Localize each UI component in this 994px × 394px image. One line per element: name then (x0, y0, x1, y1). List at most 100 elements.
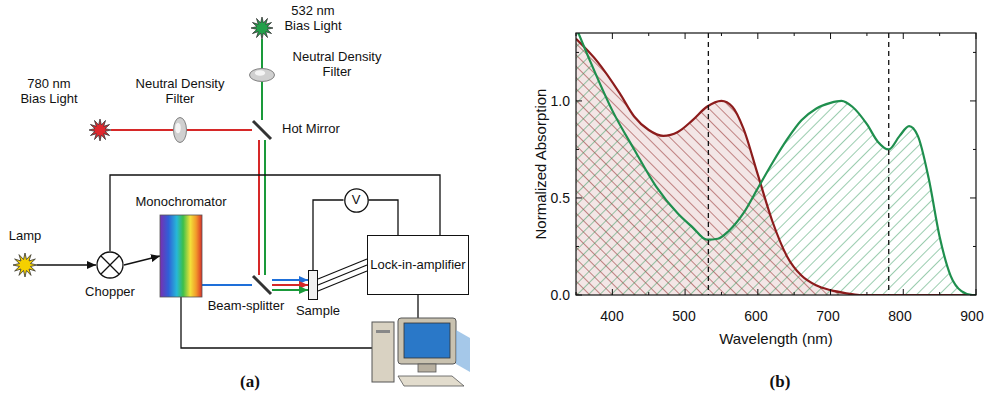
tick (576, 100, 582, 101)
tick (794, 292, 795, 295)
star-icon (13, 253, 37, 277)
wire (417, 295, 418, 318)
nd-filter: Neutral Density Filter (173, 117, 187, 143)
connector (124, 256, 160, 265)
connector (318, 271, 367, 291)
node-label: Hot Mirror (282, 122, 340, 137)
tick (830, 33, 831, 39)
panel-label: (a) (240, 372, 260, 392)
tick (866, 292, 867, 295)
monitor-stand (418, 364, 436, 372)
nd-filter: Neutral Density Filter (249, 68, 275, 82)
tick (576, 295, 582, 296)
axis-title: Normalized Absorption (532, 89, 549, 240)
mirror-line (253, 121, 271, 139)
keyboard (398, 376, 464, 386)
node-label: Monochromator (131, 195, 231, 210)
light-beam (202, 284, 252, 286)
tick (976, 289, 977, 295)
light-beam (272, 284, 308, 286)
tick (757, 289, 758, 295)
tick-label: 1.0 (551, 93, 570, 109)
tick (973, 246, 976, 247)
tick (794, 33, 795, 36)
panel-label: (b) (770, 372, 791, 392)
tick-label: 0.0 (551, 287, 570, 303)
tick (976, 33, 977, 39)
lock-in-amplifier: Lock-in-amplifier (367, 235, 469, 295)
tick-label: 600 (744, 308, 767, 324)
light-beam (261, 82, 263, 120)
node-text: V (352, 193, 361, 208)
connector (313, 200, 344, 270)
wire (181, 297, 372, 348)
absorption-curve (576, 33, 976, 295)
computer-tower (372, 322, 394, 382)
filter-lens (250, 69, 275, 82)
tick (685, 33, 686, 39)
star-icon (251, 17, 273, 39)
tick (648, 33, 649, 36)
tick (830, 289, 831, 295)
connector (318, 259, 367, 279)
dashed-marker (888, 33, 889, 295)
tick (612, 33, 613, 39)
absorption-curve (576, 39, 976, 295)
tick (903, 33, 904, 39)
tick (612, 289, 613, 295)
tick-label: 500 (672, 308, 695, 324)
connector (37, 264, 96, 265)
tick (970, 197, 976, 198)
shape (89, 119, 111, 141)
absorption-chart (576, 27, 976, 295)
dashed-marker (708, 33, 709, 295)
light-beam (111, 129, 173, 131)
shape (96, 251, 124, 279)
bias-light-532: 532 nm Bias Light (251, 17, 273, 39)
tick (576, 197, 582, 198)
voltmeter-circle (344, 188, 367, 211)
plot-area (576, 33, 976, 295)
shape (249, 68, 275, 82)
node-label: Neutral Density Filter (130, 77, 230, 107)
node-label: Sample (293, 304, 343, 319)
connector (369, 200, 399, 235)
tick-label: 800 (888, 308, 911, 324)
tick (576, 33, 577, 36)
monitor-screen (404, 323, 450, 358)
mirror-line (253, 276, 271, 294)
tick (970, 295, 976, 296)
shape (308, 270, 318, 300)
light-beam (261, 39, 263, 68)
tick (973, 149, 976, 150)
beam-splitter: Beam-splitter (252, 275, 272, 295)
chopper-blade (101, 256, 119, 274)
light-beam (264, 140, 266, 275)
node-label: Lamp (5, 229, 45, 244)
filter-lens (174, 118, 187, 143)
tick (866, 33, 867, 36)
tick (685, 289, 686, 295)
shape (252, 120, 272, 140)
node-label: Chopper (75, 285, 145, 300)
node-label: Neutral Density Filter (287, 50, 387, 80)
light-beam (258, 140, 260, 275)
drive-slot (376, 330, 390, 333)
light-beam (272, 289, 308, 291)
shape (252, 275, 272, 295)
tick (576, 149, 579, 150)
lamp: Lamp (13, 253, 37, 277)
tick (903, 289, 904, 295)
node-label: 780 nm Bias Light (17, 77, 81, 107)
star-icon (89, 119, 111, 141)
tick (576, 246, 579, 247)
shape (251, 17, 273, 39)
voltmeter: V (344, 188, 369, 213)
filter-highlight (175, 123, 181, 133)
spectrum (160, 215, 202, 297)
node-label: Beam-splitter (206, 299, 286, 314)
sample: Sample (308, 270, 318, 300)
